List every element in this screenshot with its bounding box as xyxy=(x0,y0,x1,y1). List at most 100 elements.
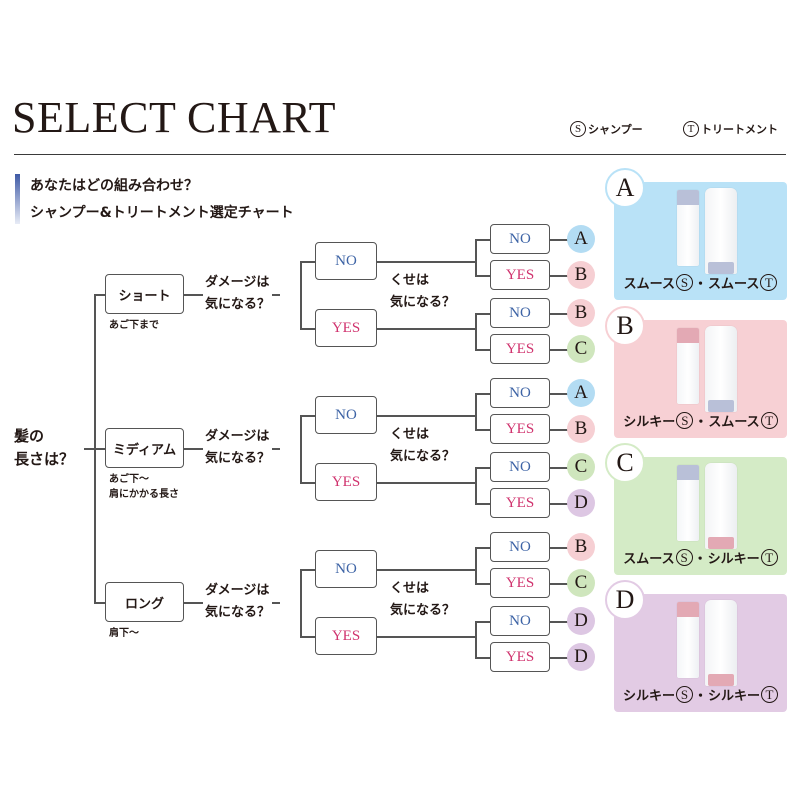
damage-question-2: ダメージは気になる？ xyxy=(203,426,273,470)
treatment-tube-image xyxy=(705,600,737,686)
curl-question-3: くせは気になる？ xyxy=(388,578,458,622)
connector-line xyxy=(300,636,315,638)
damage-question-line: ダメージは xyxy=(205,429,270,444)
shampoo-bottle-image xyxy=(677,190,699,266)
shampoo-name: シルキー xyxy=(622,689,675,704)
connector-line xyxy=(475,583,490,585)
curl-yes-2-2[interactable]: YES xyxy=(490,488,550,518)
treatment-name: シルキー xyxy=(708,689,761,704)
length-option-3[interactable]: ロング xyxy=(105,582,184,622)
damage-yes-2[interactable]: YES xyxy=(315,463,377,501)
result-badge-c: C xyxy=(567,453,595,481)
split-line xyxy=(300,569,302,636)
connector-line xyxy=(377,636,475,638)
curl-no-2-2[interactable]: NO xyxy=(490,452,550,482)
curl-no-1-1[interactable]: NO xyxy=(490,224,550,254)
treatment-tube-image xyxy=(705,188,737,274)
product-card-letter: A xyxy=(605,168,645,208)
curl-yes-3-1[interactable]: YES xyxy=(490,568,550,598)
connector-line xyxy=(550,429,568,431)
treatment-symbol-icon: T xyxy=(761,686,779,703)
curl-yes-1-1[interactable]: YES xyxy=(490,260,550,290)
curl-no-2-1[interactable]: NO xyxy=(490,378,550,408)
curl-no-3-1[interactable]: NO xyxy=(490,532,550,562)
connector-line xyxy=(550,583,568,585)
length-note-line: 肩にかかる長さ xyxy=(109,489,179,500)
curl-no-1-2[interactable]: NO xyxy=(490,298,550,328)
curl-question-line: 気になる？ xyxy=(390,295,456,310)
treatment-name: シルキー xyxy=(707,552,760,567)
length-note-line: あご下〜 xyxy=(109,474,149,485)
length-note-line: あご下まで xyxy=(109,320,159,331)
damage-question-3: ダメージは気になる？ xyxy=(203,580,273,624)
bottle-cap xyxy=(677,190,699,205)
damage-no-1[interactable]: NO xyxy=(315,242,377,280)
result-badge-d: D xyxy=(567,643,595,671)
legend-shampoo-label: シャンプー xyxy=(588,123,643,136)
connector-line xyxy=(300,415,315,417)
damage-question-line: 気になる？ xyxy=(205,451,271,466)
split-line xyxy=(300,261,302,328)
curl-yes-1-2[interactable]: YES xyxy=(490,334,550,364)
connector-line xyxy=(377,569,475,571)
damage-question-line: 気になる？ xyxy=(205,297,271,312)
length-option-label: ミディアム xyxy=(112,442,177,458)
split-line xyxy=(475,313,477,349)
curl-question-line: くせは xyxy=(390,273,430,288)
separator: ・ xyxy=(693,277,707,292)
separator: ・ xyxy=(694,415,708,430)
connector-line xyxy=(300,569,315,571)
curl-yes-2-1[interactable]: YES xyxy=(490,414,550,444)
tube-cap xyxy=(708,400,734,412)
connector-line xyxy=(475,547,490,549)
connector-line xyxy=(300,261,315,263)
branch-connector xyxy=(94,602,106,604)
root-question-line-1: 髪の xyxy=(14,427,45,445)
connector-line xyxy=(475,503,490,505)
shampoo-name: スムース xyxy=(623,552,675,567)
connector-line xyxy=(550,349,568,351)
legend-shampoo: S シャンプー xyxy=(570,121,643,137)
shampoo-symbol-icon: S xyxy=(570,121,586,137)
bottle-cap xyxy=(677,465,699,480)
curl-question-line: 気になる？ xyxy=(390,449,456,464)
result-badge-a: A xyxy=(567,225,595,253)
shampoo-symbol-icon: S xyxy=(675,686,693,703)
curl-question-1: くせは気になる？ xyxy=(388,270,458,314)
result-badge-b: B xyxy=(567,533,595,561)
connector-line xyxy=(377,261,475,263)
connector-line xyxy=(377,415,475,417)
tube-cap xyxy=(708,674,734,686)
connector-line xyxy=(300,482,315,484)
shampoo-symbol-icon: S xyxy=(676,412,694,429)
length-option-2[interactable]: ミディアム xyxy=(105,428,184,468)
connector-line xyxy=(550,547,568,549)
subtitle-line-2: シャンプー&トリートメント選定チャート xyxy=(30,205,294,221)
connector-line xyxy=(377,482,475,484)
damage-no-3[interactable]: NO xyxy=(315,550,377,588)
connector-line xyxy=(550,313,568,315)
length-note-1: あご下まで xyxy=(109,318,159,333)
split-line xyxy=(475,239,477,275)
damage-no-2[interactable]: NO xyxy=(315,396,377,434)
damage-yes-3[interactable]: YES xyxy=(315,617,377,655)
treatment-symbol-icon: T xyxy=(760,549,778,566)
result-badge-b: B xyxy=(567,299,595,327)
connector-line xyxy=(550,467,568,469)
treatment-tube-image xyxy=(705,326,737,412)
split-line xyxy=(475,621,477,657)
shampoo-symbol-icon: S xyxy=(675,274,693,291)
curl-no-3-2[interactable]: NO xyxy=(490,606,550,636)
damage-question-1: ダメージは気になる？ xyxy=(203,272,273,316)
curl-yes-3-2[interactable]: YES xyxy=(490,642,550,672)
length-option-1[interactable]: ショート xyxy=(105,274,184,314)
treatment-symbol-icon: T xyxy=(760,274,778,291)
curl-question-line: 気になる？ xyxy=(390,603,456,618)
damage-yes-1[interactable]: YES xyxy=(315,309,377,347)
